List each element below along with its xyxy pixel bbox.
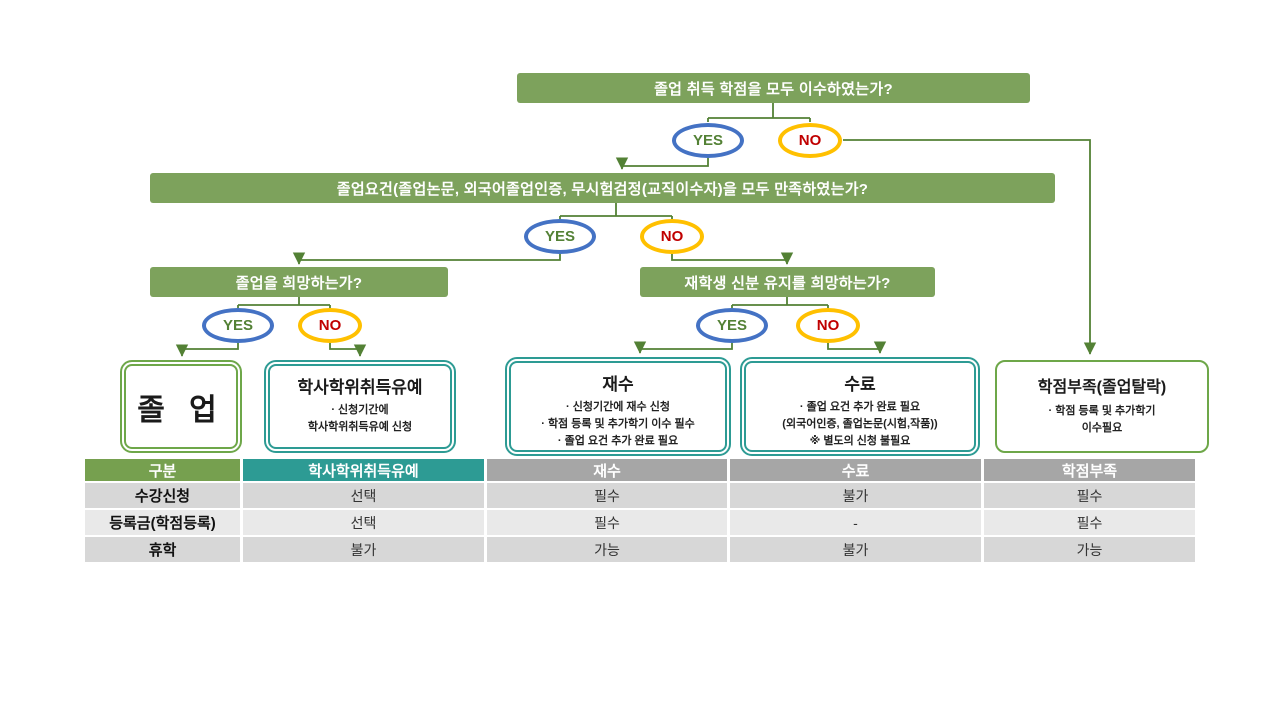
q3-no-badge: NO: [298, 308, 362, 343]
table-header-row: 구분 학사학위취득유예 재수 수료 학점부족: [85, 459, 1195, 483]
outcome-completion-title: 수료: [844, 375, 876, 394]
outcome-deferment-box: 학사학위취득유예 · 신청기간에 학사학위취득유예 신청: [264, 360, 456, 453]
row-label: 등록금(학점등록): [85, 510, 243, 537]
outcome-deferment-line2: 학사학위취득유예 신청: [307, 421, 413, 434]
table-header-credit-shortage: 학점부족: [984, 459, 1195, 483]
row-label: 수강신청: [85, 483, 243, 510]
table-header-retake: 재수: [487, 459, 730, 483]
table-cell: -: [730, 510, 984, 537]
table-cell: 필수: [984, 510, 1195, 537]
outcome-credit-shortage-line1: · 학점 등록 및 추가학기: [1048, 405, 1156, 417]
table-row-course-registration: 수강신청 선택 필수 불가 필수: [85, 483, 1195, 510]
q2-no-badge: NO: [640, 219, 704, 254]
table-row-leave-of-absence: 휴학 불가 가능 불가 가능: [85, 537, 1195, 564]
outcome-deferment-body: · 신청기간에 학사학위취득유예 신청: [270, 402, 450, 436]
table-header-category: 구분: [85, 459, 243, 483]
question-wish-to-graduate: 졸업을 희망하는가?: [150, 267, 448, 297]
table-row-tuition: 등록금(학점등록) 선택 필수 - 필수: [85, 510, 1195, 537]
outcome-credit-shortage-box: 학점부족(졸업탈락) · 학점 등록 및 추가학기 이수필요: [995, 360, 1209, 453]
table-cell: 가능: [984, 537, 1195, 564]
summary-table: 구분 학사학위취득유예 재수 수료 학점부족 수강신청 선택 필수 불가 필수 …: [85, 459, 1195, 564]
outcome-retake-line2: · 학점 등록 및 추가학기 이수 필수: [541, 418, 695, 431]
question-credits-completed: 졸업 취득 학점을 모두 이수하였는가?: [517, 73, 1030, 103]
table-cell: 불가: [730, 483, 984, 510]
q2-yes-badge: YES: [524, 219, 596, 254]
outcome-credit-shortage-title: 학점부족(졸업탈락): [1037, 379, 1167, 396]
outcome-retake-box: 재수 · 신청기간에 재수 신청 · 학점 등록 및 추가학기 이수 필수 · …: [505, 357, 731, 456]
table-cell: 불가: [243, 537, 487, 564]
table-cell: 선택: [243, 510, 487, 537]
outcome-retake-line3: · 졸업 요건 추가 완료 필요: [557, 435, 679, 448]
table-cell: 선택: [243, 483, 487, 510]
q1-no-badge: NO: [778, 123, 842, 158]
q4-yes-badge: YES: [696, 308, 768, 343]
outcome-graduation-box: 졸 업: [120, 360, 242, 453]
outcome-completion-line3: ※ 별도의 신청 불필요: [809, 435, 911, 448]
outcome-completion-box: 수료 · 졸업 요건 추가 완료 필요 (외국어인증, 졸업논문(시험,작품))…: [740, 357, 980, 456]
table-cell: 불가: [730, 537, 984, 564]
outcome-completion-line1: · 졸업 요건 추가 완료 필요: [799, 401, 921, 413]
outcome-retake-title: 재수: [602, 375, 634, 394]
outcome-deferment-line1: · 신청기간에: [331, 404, 389, 416]
outcome-retake-line1: · 신청기간에 재수 신청: [566, 401, 670, 413]
table-cell: 필수: [487, 510, 730, 537]
outcome-completion-body: · 졸업 요건 추가 완료 필요 (외국어인증, 졸업논문(시험,작품)) ※ …: [746, 399, 974, 450]
table-header-completion: 수료: [730, 459, 984, 483]
question-keep-enrolled-status: 재학생 신분 유지를 희망하는가?: [640, 267, 935, 297]
outcome-retake-body: · 신청기간에 재수 신청 · 학점 등록 및 추가학기 이수 필수 · 졸업 …: [511, 399, 725, 450]
q1-yes-badge: YES: [672, 123, 744, 158]
outcome-deferment-title: 학사학위취득유예: [297, 378, 423, 397]
table-cell: 가능: [487, 537, 730, 564]
table-header-deferment: 학사학위취득유예: [243, 459, 487, 483]
outcome-completion-line2: (외국어인증, 졸업논문(시험,작품)): [782, 418, 938, 431]
row-label: 휴학: [85, 537, 243, 564]
outcome-credit-shortage-body: · 학점 등록 및 추가학기 이수필요: [997, 403, 1207, 437]
table-cell: 필수: [487, 483, 730, 510]
q3-yes-badge: YES: [202, 308, 274, 343]
table-cell: 필수: [984, 483, 1195, 510]
outcome-graduation-title: 졸 업: [137, 393, 225, 427]
q4-no-badge: NO: [796, 308, 860, 343]
question-graduation-requirements: 졸업요건(졸업논문, 외국어졸업인증, 무시험검정(교직이수자)을 모두 만족하…: [150, 173, 1055, 203]
outcome-credit-shortage-line2: 이수필요: [1081, 422, 1123, 435]
